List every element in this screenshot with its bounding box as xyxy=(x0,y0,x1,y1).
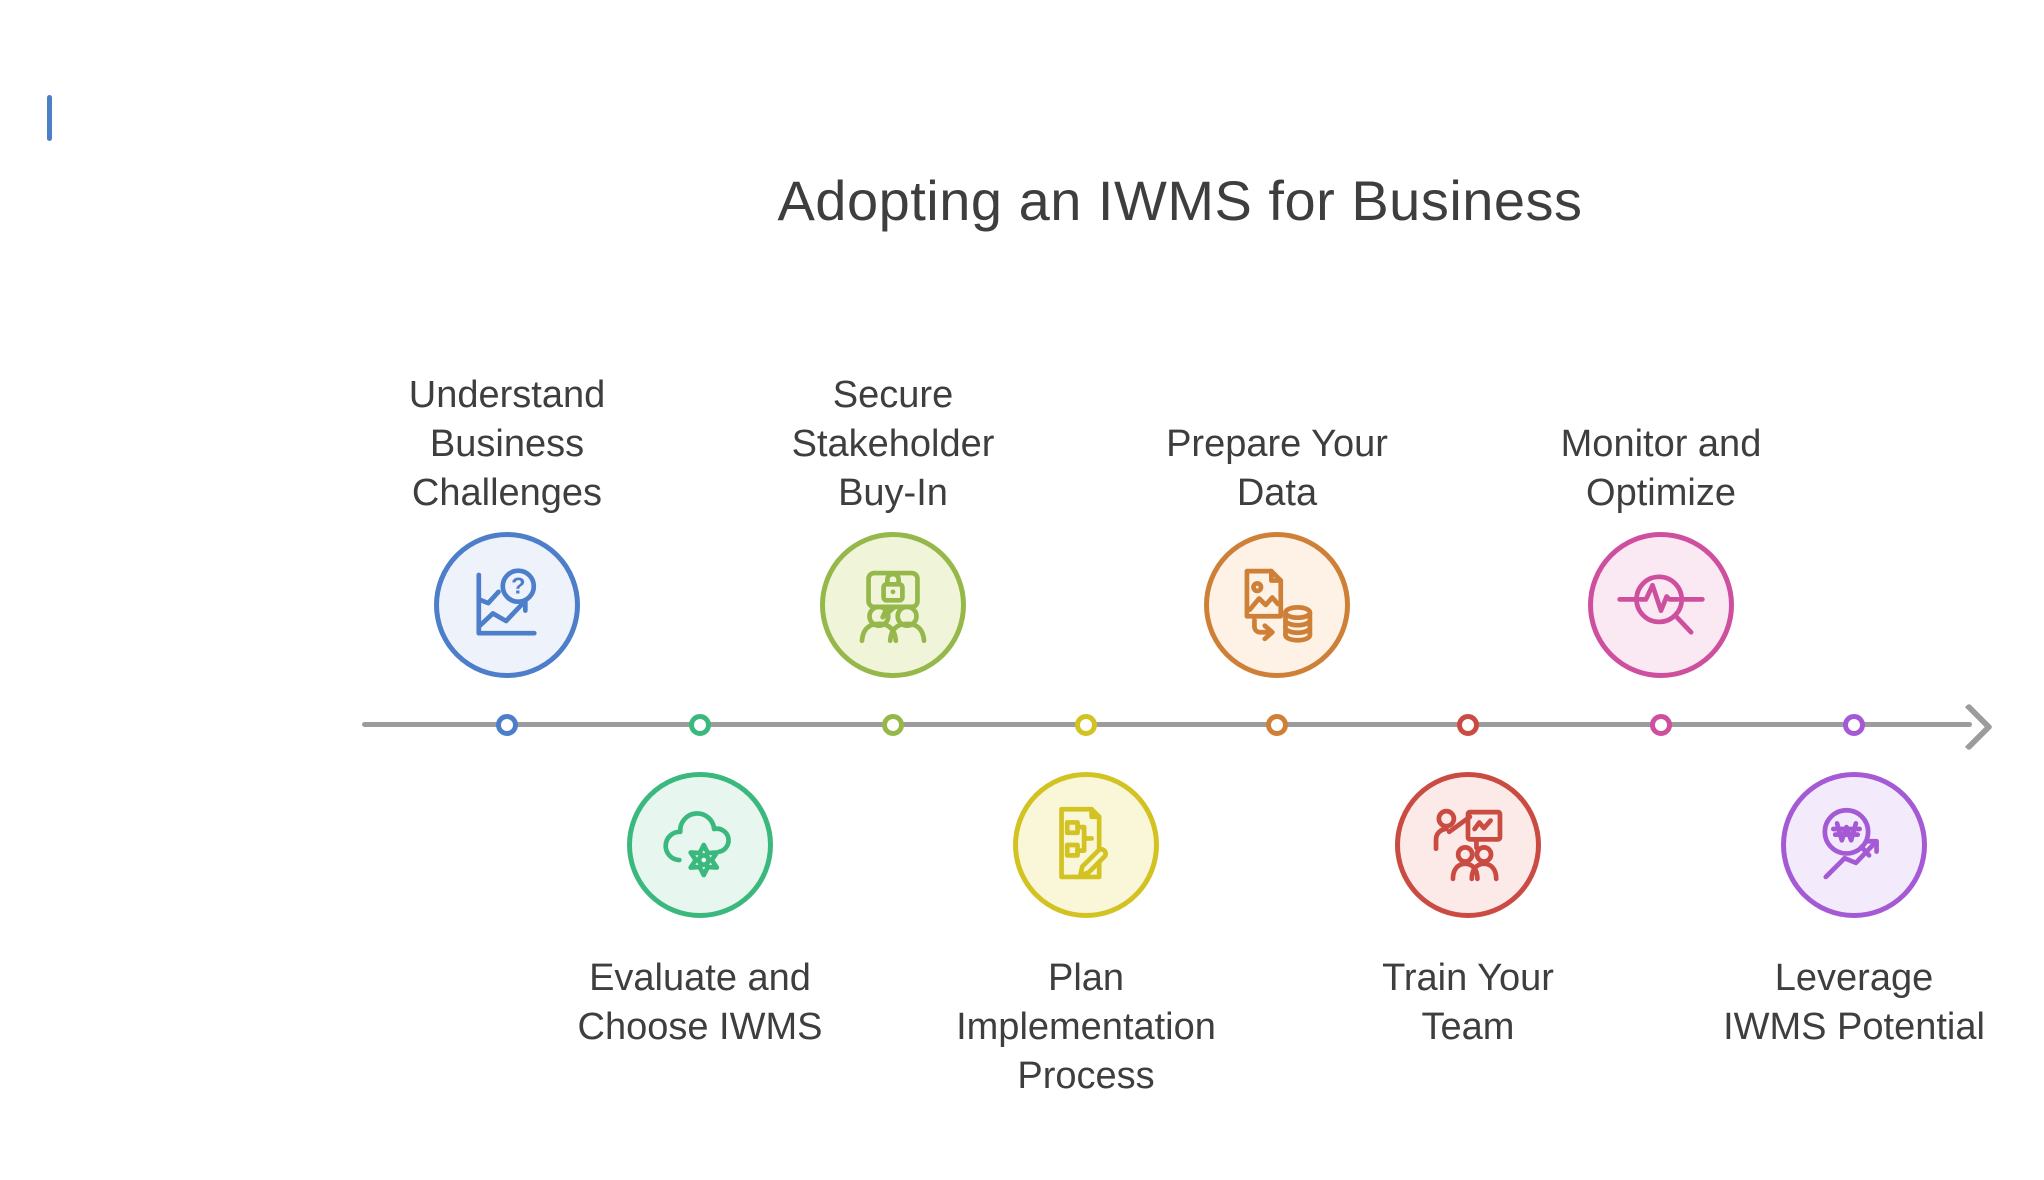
step-icon-circle[interactable] xyxy=(820,532,966,678)
step-secure-stakeholder-buy-in[interactable]: Secure Stakeholder Buy-In xyxy=(743,340,1043,678)
step-monitor-and-optimize[interactable]: Monitor and Optimize xyxy=(1511,340,1811,678)
step-label: Train Your Team xyxy=(1382,957,1554,1048)
step-icon-circle[interactable]: ? xyxy=(434,532,580,678)
timeline-dot xyxy=(1843,714,1865,736)
step-label: Plan Implementation Process xyxy=(956,957,1216,1097)
step-evaluate-and-choose-iwms[interactable]: Evaluate and Choose IWMS xyxy=(550,772,850,1052)
image-to-database-icon xyxy=(1244,568,1313,643)
step-understand-business-challenges[interactable]: Understand Business Challenges ? xyxy=(357,340,657,678)
timeline-dot xyxy=(496,714,518,736)
step-icon-circle[interactable] xyxy=(1395,772,1541,918)
text-caret xyxy=(47,95,52,141)
chart-question-icon: ? xyxy=(476,568,537,636)
timeline-dot xyxy=(882,714,904,736)
step-label: Understand Business Challenges xyxy=(408,374,606,514)
step-label: Monitor and Optimize xyxy=(1560,423,1762,514)
timeline-dot xyxy=(689,714,711,736)
stakeholder-lock-chat-icon xyxy=(859,570,927,644)
pulse-magnifier-icon xyxy=(1617,574,1705,635)
step-label: Evaluate and Choose IWMS xyxy=(577,957,823,1048)
step-icon-circle[interactable] xyxy=(627,772,773,918)
step-icon-circle[interactable] xyxy=(1588,532,1734,678)
trainer-presentation-icon xyxy=(1433,808,1503,882)
step-label: Leverage IWMS Potential xyxy=(1723,957,1985,1048)
step-label: Prepare Your Data xyxy=(1166,423,1388,514)
timeline-dot xyxy=(1650,714,1672,736)
step-icon-circle[interactable] xyxy=(1204,532,1350,678)
step-plan-implementation-process[interactable]: Plan Implementation Process xyxy=(936,772,1236,1101)
document-plan-pencil-icon xyxy=(1059,806,1108,880)
timeline-dot xyxy=(1075,714,1097,736)
step-prepare-your-data[interactable]: Prepare Your Data xyxy=(1127,340,1427,678)
growth-magnifier-icon xyxy=(1822,807,1879,880)
timeline-dot xyxy=(1457,714,1479,736)
step-leverage-iwms-potential[interactable]: Leverage IWMS Potential xyxy=(1704,772,2004,1052)
step-icon-circle[interactable] xyxy=(1013,772,1159,918)
timeline-dot xyxy=(1266,714,1288,736)
timeline-line xyxy=(362,722,1972,727)
step-label: Secure Stakeholder Buy-In xyxy=(791,374,995,514)
page-title[interactable]: Adopting an IWMS for Business xyxy=(777,168,1583,232)
cloud-gear-icon xyxy=(663,811,731,878)
svg-text:?: ? xyxy=(511,573,525,599)
step-train-your-team[interactable]: Train Your Team xyxy=(1318,772,1618,1052)
arrow-right-icon xyxy=(1944,702,1994,752)
step-icon-circle[interactable] xyxy=(1781,772,1927,918)
